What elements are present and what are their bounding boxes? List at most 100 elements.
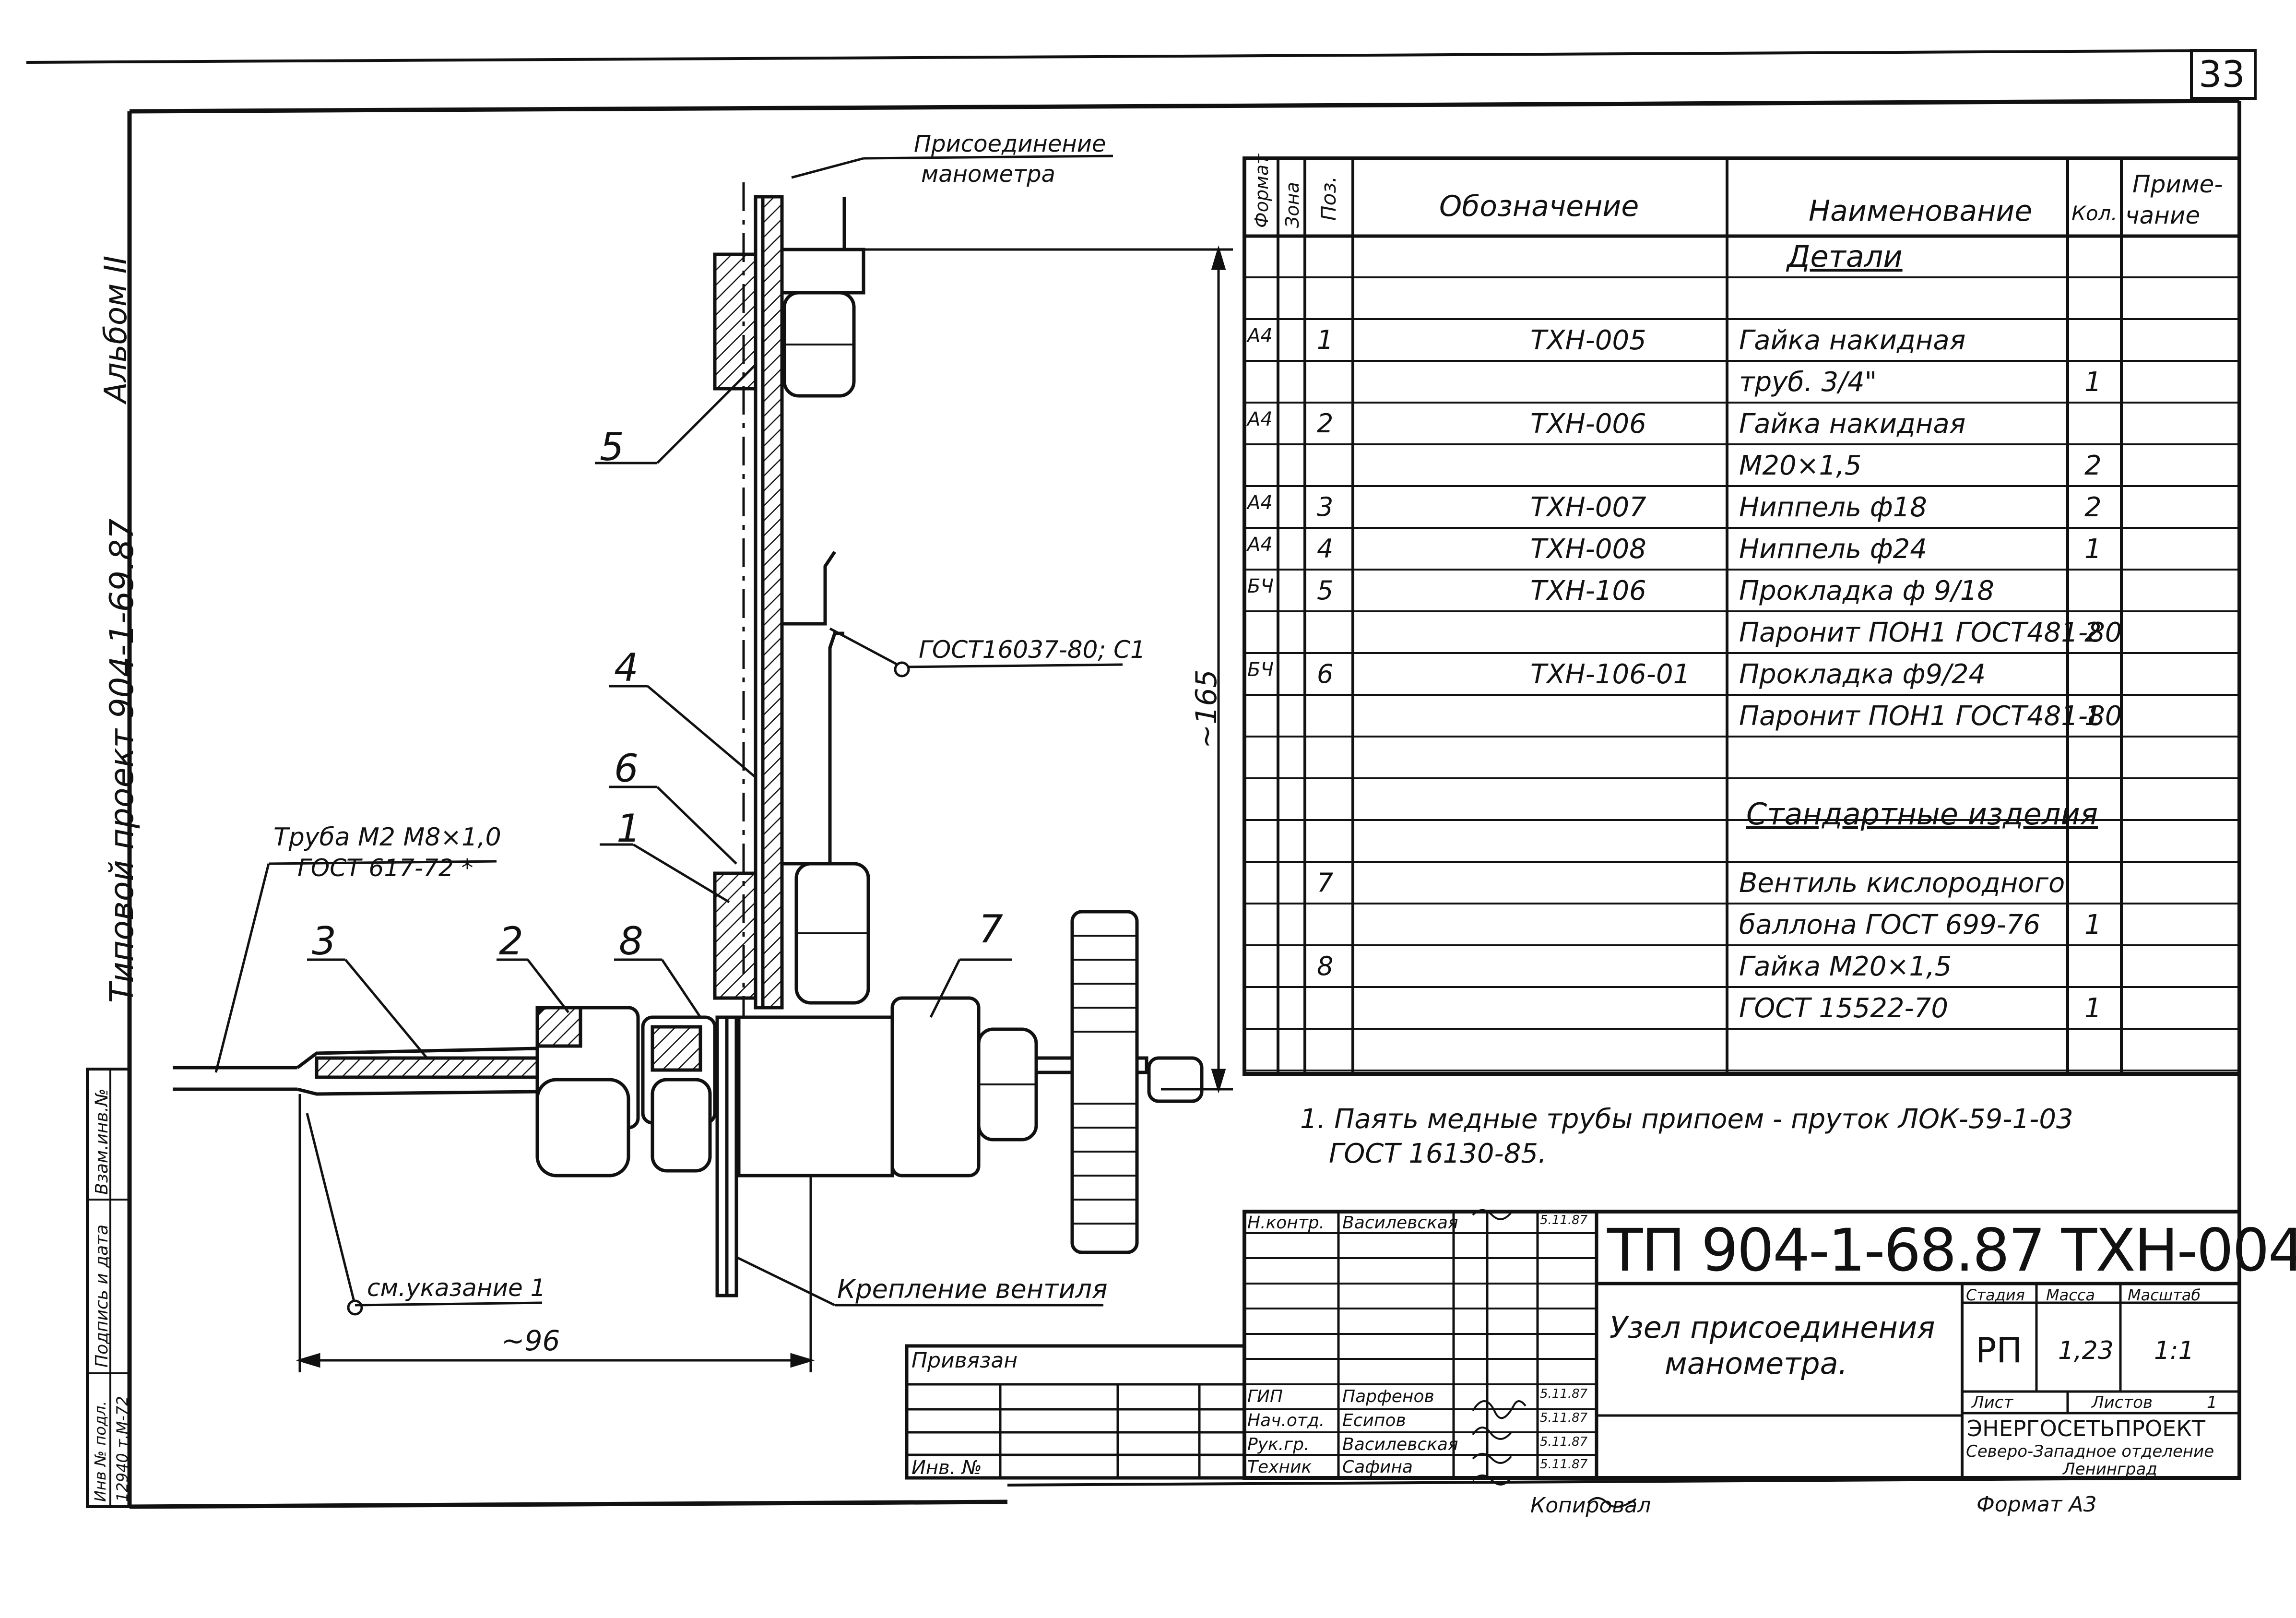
spec-cell-name: Паронит ПОН1 ГОСТ481-80 xyxy=(1739,701,2122,732)
signature-name: Есипов xyxy=(1342,1411,1406,1430)
spec-cell-name: Паронит ПОН1 ГОСТ481-80 xyxy=(1739,617,2122,648)
spec-cell-qty: 1 xyxy=(2084,993,2102,1024)
spec-cell-qty: 2 xyxy=(2084,492,2102,523)
position-label-5: 5 xyxy=(600,425,624,469)
spec-cell-pos: 6 xyxy=(1317,659,1334,689)
spec-header-name: Наименование xyxy=(1809,194,2033,228)
signature-role: Техник xyxy=(1247,1457,1312,1477)
spec-section-details: Детали xyxy=(1787,239,1903,274)
spec-cell-pos: 3 xyxy=(1317,492,1334,522)
signature-date: 5.11.87 xyxy=(1540,1435,1588,1449)
spec-section-standard: Стандартные изделия xyxy=(1746,797,2098,832)
dimension-lines xyxy=(296,245,1233,1372)
project-side-label: Типовой проект 904-1-69.87 xyxy=(103,518,141,1003)
spec-cell-name: Ниппель ф18 xyxy=(1739,492,1927,523)
spec-cell-format: БЧ xyxy=(1247,575,1274,597)
callout-weld-standard: ГОСТ16037-80; С1 xyxy=(919,636,1146,664)
callout-valve-mount: Крепление вентиля xyxy=(837,1274,1108,1304)
spec-cell-name: Вентиль кислородного xyxy=(1739,868,2065,899)
position-label-2: 2 xyxy=(499,919,523,964)
spec-cell-format: А4 xyxy=(1247,534,1273,556)
position-label-7: 7 xyxy=(979,907,1003,952)
dimension-length-label: ~96 xyxy=(501,1324,560,1357)
spec-table-grid xyxy=(1243,156,2241,1076)
signature-name: Парфенов xyxy=(1342,1387,1434,1406)
callout-pipe-line2: ГОСТ 617-72 * xyxy=(297,854,473,882)
callout-note-reference: см.указание 1 xyxy=(367,1274,546,1302)
frame-label-inv-podl: Инв № подл. xyxy=(91,1401,109,1502)
title-block-grid xyxy=(905,1209,2241,1508)
title-block-organization-city: Ленинград xyxy=(2063,1460,2157,1479)
spec-cell-qty: 2 xyxy=(2084,617,2102,648)
spec-cell-pos: 8 xyxy=(1317,951,1334,981)
title-block-attached: Привязан xyxy=(911,1348,1018,1373)
spec-cell-pos: 5 xyxy=(1317,575,1334,606)
sheet-number: 33 xyxy=(2199,53,2245,95)
spec-cell-name: ГОСТ 15522-70 xyxy=(1739,993,1948,1024)
spec-cell-qty: 1 xyxy=(2084,367,2102,398)
spec-cell-name: Гайка накидная xyxy=(1739,325,1966,356)
signature-role: Н.контр. xyxy=(1247,1213,1325,1233)
assembly-drawing xyxy=(173,182,1204,1297)
frame-label-inv-value: 12940 т.М-72 xyxy=(113,1396,131,1502)
spec-cell-designation: ТХН-106-01 xyxy=(1530,659,1691,690)
position-label-3: 3 xyxy=(312,919,336,964)
spec-cell-pos: 7 xyxy=(1317,868,1334,898)
spec-cell-qty: 1 xyxy=(2084,909,2102,940)
signature-role: Рук.гр. xyxy=(1247,1435,1310,1454)
spec-cell-pos: 2 xyxy=(1317,408,1334,439)
spec-cell-pos: 4 xyxy=(1317,534,1334,564)
title-block-title-line2: манометра. xyxy=(1665,1346,1848,1381)
spec-cell-designation: ТХН-008 xyxy=(1530,534,1646,565)
spec-cell-format: БЧ xyxy=(1247,659,1274,681)
spec-cell-name: Ниппель ф24 xyxy=(1739,534,1927,565)
spec-cell-format: А4 xyxy=(1247,492,1273,514)
signature-date: 5.11.87 xyxy=(1540,1411,1588,1425)
spec-cell-name: баллона ГОСТ 699-76 xyxy=(1739,909,2041,940)
title-block-code: ТП 904-1-68.87 ТХН-004 xyxy=(1607,1216,2296,1285)
position-label-8: 8 xyxy=(619,919,643,964)
spec-cell-qty: 1 xyxy=(2084,701,2102,732)
note-1-line1: 1. Паять медные трубы припоем - пруток Л… xyxy=(1300,1104,2073,1135)
spec-cell-designation: ТХН-007 xyxy=(1530,492,1646,523)
title-block-format: Формат А3 xyxy=(1976,1492,2097,1517)
signature-date: 5.11.87 xyxy=(1540,1213,1588,1227)
title-block-stage: РП xyxy=(1976,1330,2023,1370)
signature-name: Василевская xyxy=(1342,1435,1458,1454)
position-label-4: 4 xyxy=(614,645,639,690)
spec-header-zone: Зона xyxy=(1282,182,1303,228)
signature-date: 5.11.87 xyxy=(1540,1457,1588,1472)
title-block-sheets-value: 1 xyxy=(2207,1393,2217,1412)
spec-header-designation: Обозначение xyxy=(1439,190,1639,223)
spec-cell-format: А4 xyxy=(1247,408,1273,430)
album-label: Альбом II xyxy=(98,255,134,403)
position-label-1: 1 xyxy=(616,806,641,851)
title-block-mass: 1,23 xyxy=(2058,1336,2114,1365)
note-1-line2: ГОСТ 16130-85. xyxy=(1329,1138,1547,1169)
spec-cell-qty: 2 xyxy=(2084,450,2102,481)
title-block-copied: Копировал xyxy=(1530,1493,1651,1518)
spec-cell-designation: ТХН-106 xyxy=(1530,575,1646,607)
title-block-scale-label: Масштаб xyxy=(2128,1286,2201,1304)
spec-cell-name: М20×1,5 xyxy=(1739,450,1862,481)
spec-cell-name: Прокладка ф9/24 xyxy=(1739,659,1986,690)
leader-lines xyxy=(214,155,1123,1316)
title-block-organization: ЭНЕРГОСЕТЬПРОЕКТ xyxy=(1967,1416,2205,1441)
callout-connection-line2: манометра xyxy=(921,161,1055,188)
spec-cell-name: Гайка накидная xyxy=(1739,408,1966,440)
title-block-title-line1: Узел присоединения xyxy=(1610,1310,1935,1345)
signature-name: Василевская xyxy=(1342,1213,1458,1233)
spec-cell-pos: 1 xyxy=(1317,325,1334,355)
spec-header-note-line2: чание xyxy=(2125,202,2201,229)
frame-label-sign-date: Подпись и дата xyxy=(92,1224,112,1368)
title-block-sheets-label: Листов xyxy=(2092,1393,2153,1412)
spec-cell-designation: ТХН-006 xyxy=(1530,408,1646,440)
spec-cell-name: Гайка М20×1,5 xyxy=(1739,951,1952,982)
title-block-inv-no: Инв. № xyxy=(911,1457,982,1479)
title-block-mass-label: Масса xyxy=(2046,1286,2095,1304)
title-block-organization-branch: Северо-Западное отделение xyxy=(1966,1442,2214,1461)
callout-pipe-line1: Труба М2 М8×1,0 xyxy=(273,823,501,852)
title-block-scale: 1:1 xyxy=(2154,1336,2194,1365)
signature-date: 5.11.87 xyxy=(1540,1387,1588,1401)
